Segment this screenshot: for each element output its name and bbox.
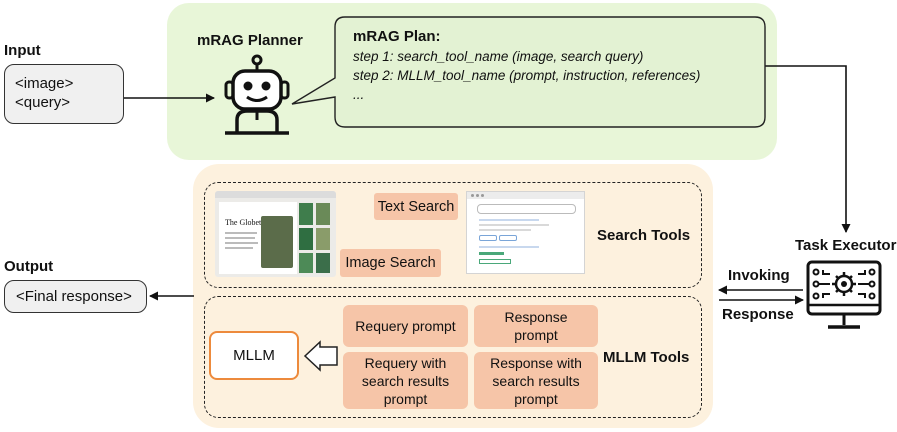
output-title: Output bbox=[4, 258, 54, 275]
search-bar bbox=[477, 204, 576, 214]
text-search-label: Text Search bbox=[374, 193, 458, 220]
invoking-label: Invoking bbox=[728, 267, 790, 284]
input-box: <image> <query> bbox=[4, 64, 124, 124]
plan-content: mRAG Plan: step 1: search_tool_name (ima… bbox=[353, 26, 700, 104]
image-search-label: Image Search bbox=[340, 249, 441, 277]
prompts-to-mllm-arrow bbox=[303, 340, 338, 372]
result-thumb bbox=[316, 253, 330, 273]
robot-icon bbox=[217, 54, 297, 136]
task-executor-title: Task Executor bbox=[795, 237, 897, 254]
mllm-tools-label: MLLM Tools bbox=[603, 349, 690, 366]
result-thumb bbox=[299, 228, 313, 250]
plan-title: mRAG Plan: bbox=[353, 28, 441, 45]
input-line-image: <image> bbox=[15, 75, 74, 92]
result-thumb bbox=[316, 203, 330, 225]
response-prompt: Response prompt bbox=[474, 305, 598, 347]
result-thumb bbox=[299, 253, 313, 273]
article-title: The Globetrotter bbox=[225, 218, 279, 227]
response-label: Response bbox=[722, 306, 794, 323]
article-photo bbox=[261, 216, 293, 268]
plan-step-ellipsis: ... bbox=[353, 87, 365, 102]
browser-bar bbox=[215, 191, 336, 198]
output-text: <Final response> bbox=[16, 288, 132, 305]
search-tools-label: Search Tools bbox=[597, 227, 691, 244]
plan-step-2: step 2: MLLM_tool_name (prompt, instruct… bbox=[353, 68, 701, 83]
planner-title: mRAG Planner bbox=[197, 32, 303, 49]
input-line-query: <query> bbox=[15, 94, 71, 111]
search-tools-group bbox=[204, 182, 702, 288]
mllm-box: MLLM bbox=[209, 331, 299, 380]
result-thumb bbox=[299, 203, 313, 225]
mllm-tools-group bbox=[204, 296, 702, 418]
article-card: The Globetrotter bbox=[219, 202, 297, 274]
plan-step-1: step 1: search_tool_name (image, search … bbox=[353, 49, 644, 64]
plan-speech-bubble bbox=[291, 16, 766, 128]
requery-with-search-results-prompt: Requery with search results prompt bbox=[343, 352, 468, 409]
image-search-screenshot: The Globetrotter bbox=[215, 191, 336, 277]
output-box: <Final response> bbox=[4, 280, 147, 313]
requery-prompt: Requery prompt bbox=[343, 305, 468, 347]
browser-bar bbox=[467, 192, 584, 199]
input-title: Input bbox=[4, 42, 41, 59]
response-with-search-results-prompt: Response with search results prompt bbox=[474, 352, 598, 409]
plan-to-executor-arrow bbox=[762, 65, 851, 233]
result-thumb bbox=[316, 228, 330, 250]
task-executor-icon bbox=[805, 259, 883, 335]
text-search-screenshot bbox=[466, 191, 585, 274]
